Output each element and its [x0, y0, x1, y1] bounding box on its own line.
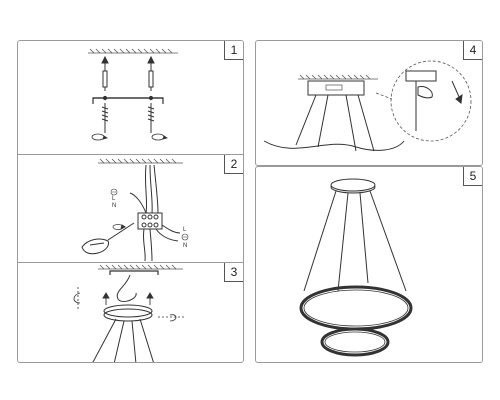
ceiling-hatch-icon: [98, 264, 183, 270]
screw-icon: [102, 292, 154, 305]
ring-lamp-icon: [299, 285, 413, 357]
neutral-label-bottom: N: [183, 243, 187, 249]
lamp-labels: L N: [181, 227, 189, 249]
step-1-number: 1: [224, 41, 243, 60]
rotate-arrow-icon: [73, 287, 186, 322]
step-2-illustration: L N L N: [81, 158, 189, 262]
step-1-illustration: [88, 48, 178, 141]
ceiling-hatch-icon: [298, 74, 378, 80]
screw-icon: [101, 103, 155, 133]
mounting-bracket: [92, 95, 164, 104]
suspension-wires: [303, 190, 407, 292]
line-label-top: L: [112, 196, 116, 202]
cable-loop: [116, 274, 137, 302]
step-3-number: 3: [224, 263, 243, 282]
step-1-panel: 1: [18, 41, 243, 155]
detail-magnifier: [390, 60, 472, 142]
ceiling-hatch-icon: [98, 158, 183, 164]
screwdriver-icon: [81, 222, 135, 255]
canopy: [307, 80, 365, 96]
step-5-illustration: [299, 178, 413, 357]
rotate-arrow-icon: [91, 133, 168, 141]
step-2-panel: 2: [18, 155, 243, 263]
mounting-bracket: [109, 270, 159, 275]
step-4-number: 4: [463, 41, 482, 60]
step-5-number: 5: [463, 167, 482, 186]
grip-adjust-icon: [405, 70, 463, 131]
step-5-panel: 5: [255, 166, 483, 363]
screw-icon: [101, 55, 155, 91]
terminal-block-icon: [137, 212, 163, 230]
step-3-panel: 3: [18, 263, 243, 362]
line-label-bottom: L: [183, 227, 187, 233]
neutral-label-top: N: [112, 203, 116, 209]
ceiling-hatch-icon: [88, 48, 178, 54]
suspension-wires: [263, 94, 405, 152]
supply-wires: [129, 164, 159, 214]
canopy: [330, 178, 376, 194]
supply-labels: L N: [110, 188, 118, 209]
step-2-number: 2: [224, 155, 243, 174]
step-4-illustration: [263, 60, 472, 152]
suspension-wires: [92, 318, 154, 362]
steps-1-3-panel: 1: [17, 40, 244, 363]
canopy: [103, 304, 153, 322]
lamp-wires: [142, 224, 181, 262]
step-4-panel: 4: [255, 40, 483, 166]
step-3-illustration: [73, 264, 186, 362]
